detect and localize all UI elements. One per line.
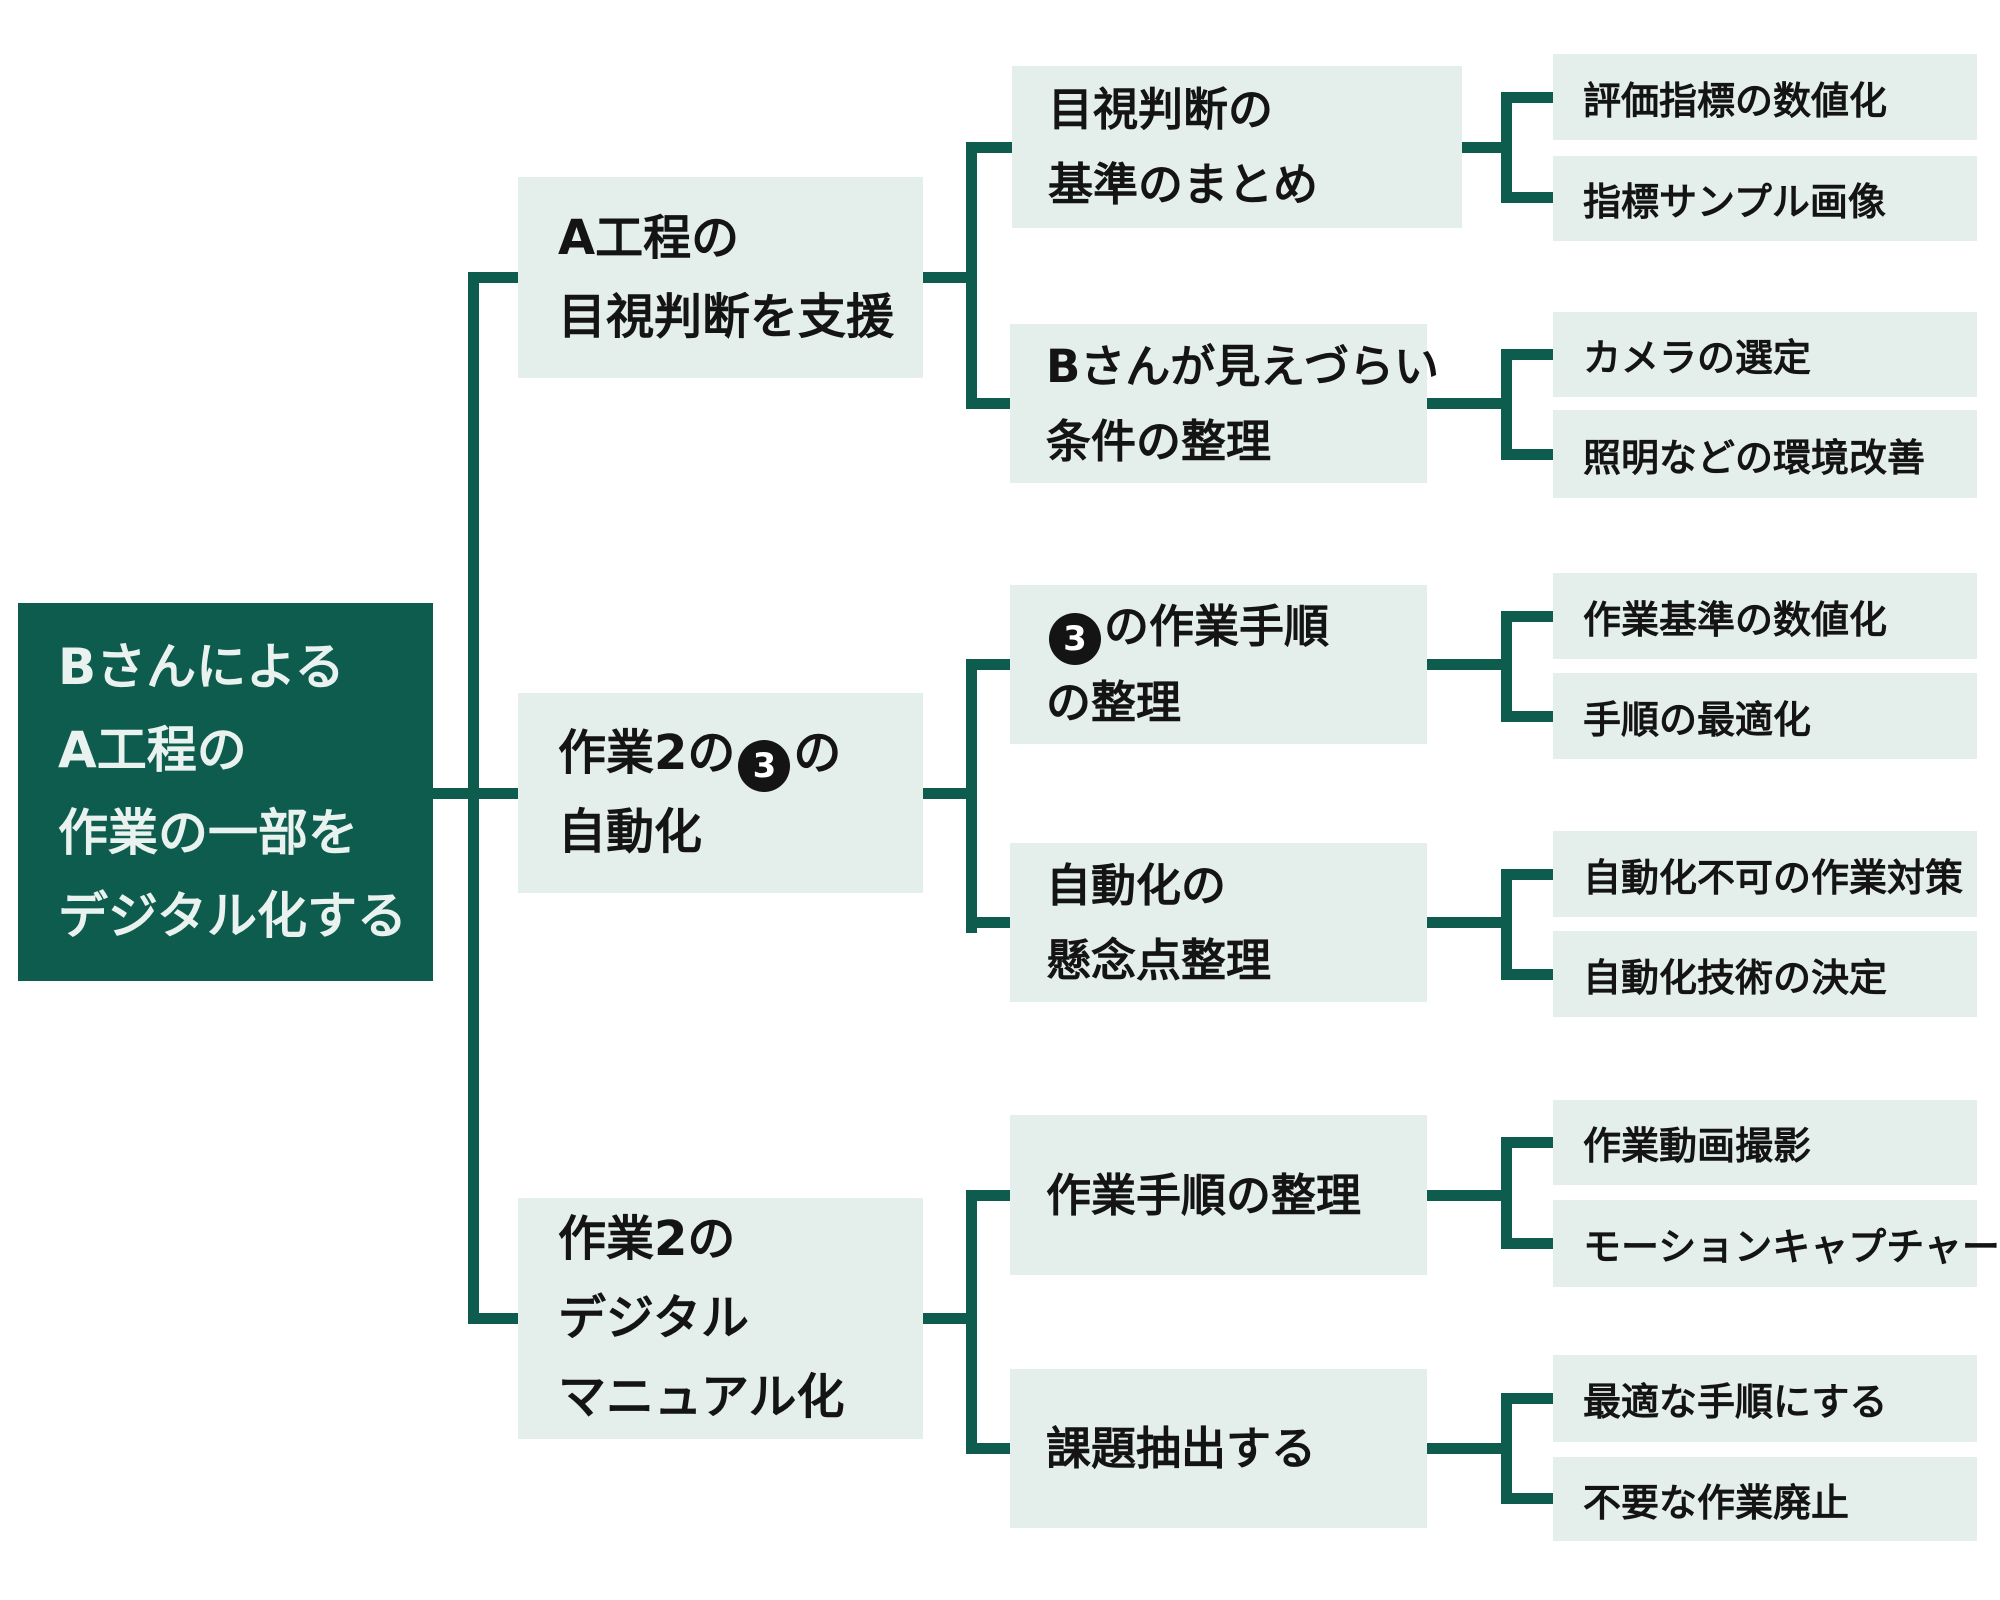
- leaf-2b1: 自動化不可の作業対策: [1553, 831, 1977, 917]
- connector-to-child-2a: [966, 659, 1012, 670]
- connector-to-child-2b: [966, 917, 1012, 928]
- root-line-4: デジタル化する: [58, 887, 407, 945]
- connector-to-leaf-2a1: [1501, 611, 1553, 622]
- root-line-2: A工程の: [58, 721, 247, 779]
- branch-3-node: 作業2の デジタル マニュアル化: [518, 1198, 923, 1439]
- child-3a-line-1: 作業手順の整理: [1046, 1168, 1362, 1222]
- branch-3-line-2: デジタル: [558, 1290, 750, 1346]
- bracket-leaves-1b-vertical: [1501, 349, 1512, 460]
- connector-trunk-to-branch-1: [478, 272, 518, 283]
- connector-to-leaf-3a1: [1501, 1137, 1553, 1148]
- child-1b-line-2: 条件の整理: [1046, 414, 1272, 468]
- child-2a-line-1-text: の作業手順: [1104, 600, 1330, 653]
- leaf-3b1-label: 最適な手順にする: [1583, 1380, 1888, 1424]
- connector-branch-1-out: [923, 272, 977, 283]
- child-3b-node: 課題抽出する: [1010, 1369, 1427, 1528]
- branch-2-line-1-post: の: [793, 725, 842, 781]
- trunk-vertical-line: [468, 272, 479, 1324]
- child-2b-line-1: 自動化の: [1046, 858, 1227, 912]
- leaf-3a1-label: 作業動画撮影: [1583, 1124, 1812, 1168]
- leaf-1a1-label: 評価指標の数値化: [1583, 78, 1888, 123]
- leaf-3a2-label: モーションキャプチャー: [1583, 1225, 2000, 1269]
- connector-to-leaf-2b2: [1501, 969, 1553, 980]
- child-1a-line-2: 基準のまとめ: [1048, 158, 1319, 211]
- leaf-1b2-label: 照明などの環境改善: [1583, 435, 1926, 480]
- leaf-2a1: 作業基準の数値化: [1553, 573, 1977, 659]
- child-1b-node: Bさんが見えづらい 条件の整理: [1010, 324, 1439, 483]
- leaf-2b1-label: 自動化不可の作業対策: [1583, 855, 1964, 900]
- connector-to-leaf-3b2: [1501, 1493, 1553, 1504]
- child-2b-node: 自動化の 懸念点整理: [1010, 843, 1427, 1002]
- leaf-3b2-label: 不要な作業廃止: [1583, 1480, 1850, 1525]
- connector-to-child-1a: [966, 142, 1012, 153]
- bracket-branch-2-vertical: [966, 659, 977, 933]
- circled-3-badge: 3: [738, 740, 791, 792]
- connector-to-leaf-1a1: [1501, 92, 1553, 103]
- connector-child-1a-out: [1462, 142, 1512, 153]
- connector-child-3a-out: [1427, 1190, 1512, 1201]
- bracket-branch-1-vertical: [966, 142, 977, 409]
- child-3b-line-1: 課題抽出する: [1046, 1422, 1317, 1475]
- branch-2-line-1-pre: 作業2の: [558, 725, 736, 781]
- leaf-2a2-label: 手順の最適化: [1583, 697, 1812, 742]
- connector-to-leaf-1b1: [1501, 349, 1553, 360]
- leaf-1b1: カメラの選定: [1553, 312, 1977, 397]
- child-1b-line-1: Bさんが見えづらい: [1046, 339, 1439, 393]
- leaf-3b2: 不要な作業廃止: [1553, 1457, 1977, 1541]
- bracket-leaves-2a-vertical: [1501, 611, 1512, 722]
- connector-child-2b-out: [1427, 917, 1512, 928]
- connector-to-leaf-2b1: [1501, 869, 1553, 880]
- branch-1-node: A工程の 目視判断を支援: [518, 177, 923, 378]
- connector-branch-3-out: [923, 1313, 977, 1324]
- connector-trunk-to-branch-3: [478, 1313, 518, 1324]
- branch-3-line-3: マニュアル化: [558, 1369, 845, 1425]
- child-1a-node: 目視判断の 基準のまとめ: [1012, 66, 1462, 228]
- leaf-1a2: 指標サンプル画像: [1553, 156, 1977, 241]
- root-node: Bさんによる A工程の 作業の一部を デジタル化する: [18, 603, 433, 981]
- circled-3-badge: 3: [1049, 613, 1101, 665]
- leaf-2b2: 自動化技術の決定: [1553, 931, 1977, 1017]
- connector-to-leaf-2a2: [1501, 711, 1553, 722]
- branch-3-line-1: 作業2の: [558, 1211, 736, 1267]
- leaf-3a1: 作業動画撮影: [1553, 1100, 1977, 1185]
- branch-2-line-2: 自動化: [558, 804, 703, 860]
- root-line-1: Bさんによる: [58, 638, 345, 696]
- child-3a-node: 作業手順の整理: [1010, 1115, 1427, 1275]
- leaf-1a2-label: 指標サンプル画像: [1583, 180, 1886, 224]
- child-2a-line-2: の整理: [1046, 676, 1182, 729]
- leaf-2a1-label: 作業基準の数値化: [1583, 597, 1888, 642]
- leaf-3b1: 最適な手順にする: [1553, 1355, 1977, 1442]
- connector-child-3b-out: [1427, 1443, 1512, 1454]
- bracket-leaves-3a-vertical: [1501, 1137, 1512, 1249]
- bracket-branch-3-vertical: [966, 1190, 977, 1454]
- leaf-1a1: 評価指標の数値化: [1553, 54, 1977, 140]
- leaf-2b2-label: 自動化技術の決定: [1583, 955, 1888, 1000]
- connector-to-child-3b: [966, 1443, 1012, 1454]
- connector-to-leaf-3a2: [1501, 1238, 1553, 1249]
- connector-to-leaf-3b1: [1501, 1393, 1553, 1404]
- connector-branch-2-out: [923, 788, 977, 799]
- connector-to-child-1b: [966, 398, 1012, 409]
- root-line-3: 作業の一部を: [58, 804, 358, 862]
- connector-to-leaf-1a2: [1501, 192, 1553, 203]
- bracket-leaves-3b-vertical: [1501, 1393, 1512, 1504]
- branch-1-line-1: A工程の: [558, 209, 740, 266]
- connector-to-leaf-1b2: [1501, 449, 1553, 460]
- child-2b-line-2: 懸念点整理: [1046, 933, 1272, 987]
- branch-1-line-2: 目視判断を支援: [558, 288, 895, 345]
- leaf-1b2: 照明などの環境改善: [1553, 410, 1977, 498]
- connector-child-2a-out: [1427, 659, 1512, 670]
- leaf-3a2: モーションキャプチャー: [1553, 1200, 2000, 1287]
- bracket-leaves-1a-vertical: [1501, 92, 1512, 203]
- connector-child-1b-out: [1427, 398, 1512, 409]
- leaf-1b1-label: カメラの選定: [1583, 336, 1812, 380]
- leaf-2a2: 手順の最適化: [1553, 673, 1977, 759]
- bracket-leaves-2b-vertical: [1501, 869, 1512, 980]
- connector-to-child-3a: [966, 1190, 1012, 1201]
- child-1a-line-1: 目視判断の: [1048, 83, 1274, 136]
